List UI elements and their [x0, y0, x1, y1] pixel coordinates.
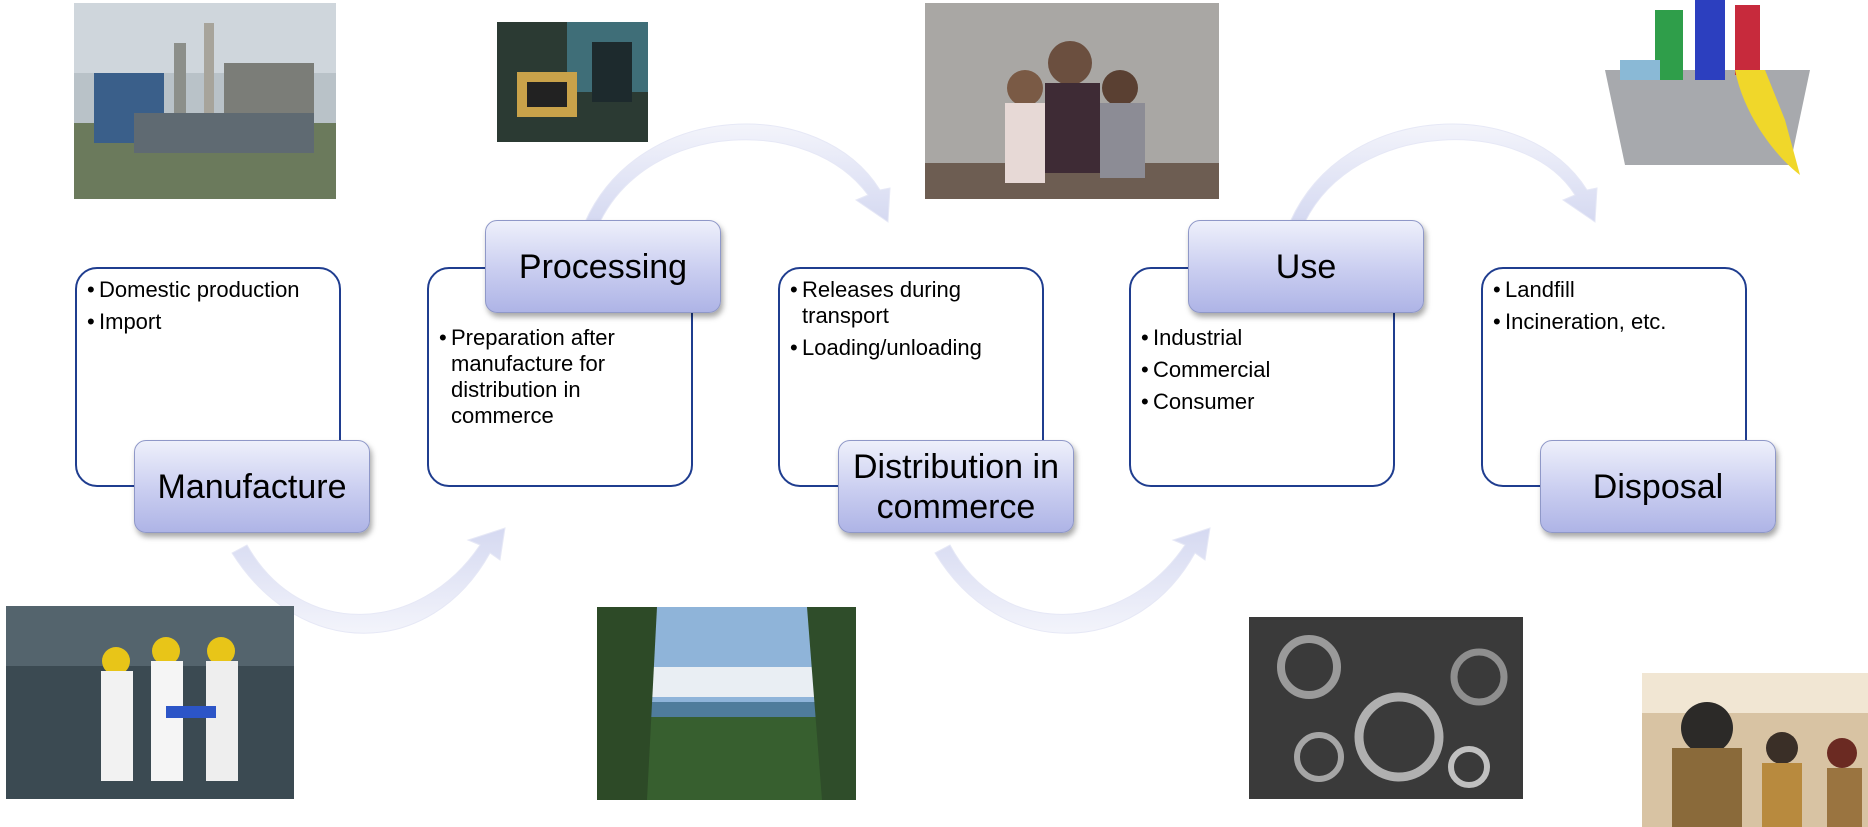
- stage-label-disposal: Disposal: [1540, 440, 1776, 533]
- distribution-bullets: Releases during transport Loading/unload…: [790, 277, 1032, 361]
- stage-label-processing: Processing: [485, 220, 721, 313]
- firefighters-photo: [1642, 673, 1868, 827]
- bullet-item: Landfill: [1493, 277, 1735, 303]
- refinery-photo: [74, 3, 336, 199]
- stage-label-manufacture: Manufacture: [134, 440, 370, 533]
- bullet-item: Preparation after manufacture for distri…: [439, 325, 681, 429]
- arrow-manufacture-to-processing: [231, 527, 506, 634]
- arrow-distribution-to-use: [934, 527, 1211, 634]
- stage-label-distribution: Distribution in commerce: [838, 440, 1074, 533]
- landscape-photo: [597, 607, 856, 800]
- arrow-processing-to-distribution: [584, 123, 891, 223]
- bullet-item: Consumer: [1141, 389, 1383, 415]
- gears-photo: [1249, 617, 1523, 799]
- use-bullets: Industrial Commercial Consumer: [1141, 325, 1383, 415]
- bullet-item: Incineration, etc.: [1493, 309, 1735, 335]
- bullet-item: Import: [87, 309, 329, 335]
- workers-photo: [6, 606, 294, 799]
- bullet-item: Loading/unloading: [790, 335, 1032, 361]
- arrow-use-to-disposal: [1289, 123, 1598, 223]
- stage-label-use: Use: [1188, 220, 1424, 313]
- bullet-item: Domestic production: [87, 277, 329, 303]
- circuit-board-photo: [497, 22, 648, 142]
- bullet-item: Releases during transport: [790, 277, 1032, 329]
- disposal-bullets: Landfill Incineration, etc.: [1493, 277, 1735, 335]
- family-photo: [925, 3, 1219, 199]
- processing-bullets: Preparation after manufacture for distri…: [439, 325, 681, 429]
- bullet-item: Commercial: [1141, 357, 1383, 383]
- cleaning-supplies-photo: [1595, 0, 1820, 180]
- bullet-item: Industrial: [1141, 325, 1383, 351]
- manufacture-bullets: Domestic production Import: [87, 277, 329, 335]
